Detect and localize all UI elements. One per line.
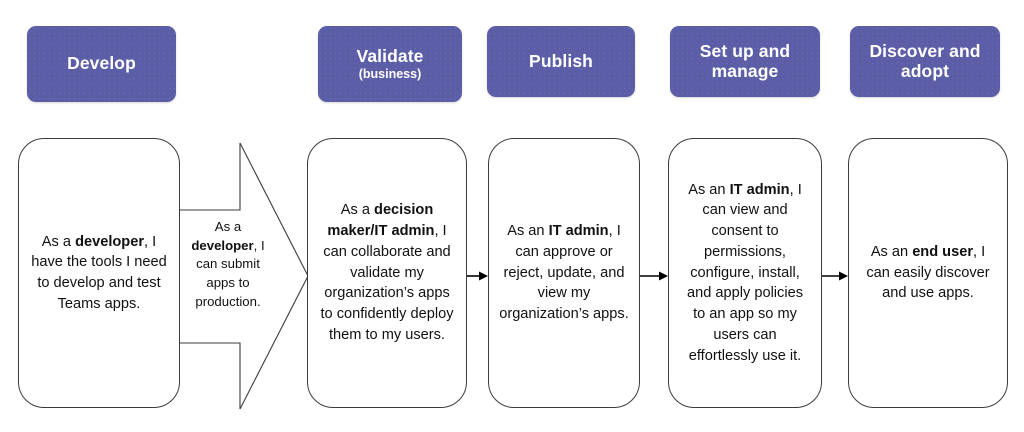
persona-text: As a decision maker/IT admin, I can coll… — [320, 202, 454, 343]
stage-chip-title: Develop — [67, 53, 136, 74]
stage-chip-publish[interactable]: Publish — [487, 26, 635, 97]
stage-chip-title: Set up and manage — [699, 40, 791, 81]
persona-text: As an IT admin, I can approve or reject,… — [499, 223, 629, 323]
persona-box-it-admin-publish[interactable]: As an IT admin, I can approve or reject,… — [488, 138, 640, 408]
stage-chip-title: Discover and adopt — [869, 40, 981, 81]
persona-text: As an end user, I can easily discover an… — [866, 243, 990, 302]
persona-box-end-user[interactable]: As an end user, I can easily discover an… — [848, 138, 1008, 408]
stage-chip-title: Validate — [356, 46, 424, 67]
persona-text: As an IT admin, I can view and consent t… — [686, 181, 804, 364]
stage-chip-develop[interactable]: Develop — [27, 26, 176, 102]
persona-box-decision-maker[interactable]: As a decision maker/IT admin, I can coll… — [307, 138, 467, 408]
persona-box-it-admin-manage[interactable]: As an IT admin, I can view and consent t… — [668, 138, 822, 408]
connector-label-submit-to-production: As a developer, I can submit apps to pro… — [184, 218, 272, 312]
arrow-publish-to-setup — [640, 271, 668, 281]
arrow-validate-to-publish — [467, 271, 488, 281]
stage-chip-set-up-and-manage[interactable]: Set up and manage — [670, 26, 820, 97]
stage-chip-validate[interactable]: Validate (business) — [318, 26, 462, 102]
stage-chip-title: Publish — [529, 50, 593, 71]
persona-box-developer[interactable]: As a developer, I have the tools I need … — [18, 138, 180, 408]
stage-chip-subtitle: (business) — [358, 66, 422, 81]
arrow-setup-to-discover — [822, 271, 848, 281]
persona-text: As a developer, I have the tools I need … — [31, 233, 167, 312]
connector-label-text: As a developer, I can submit apps to pro… — [191, 219, 265, 309]
stage-chip-discover-and-adopt[interactable]: Discover and adopt — [850, 26, 1000, 97]
